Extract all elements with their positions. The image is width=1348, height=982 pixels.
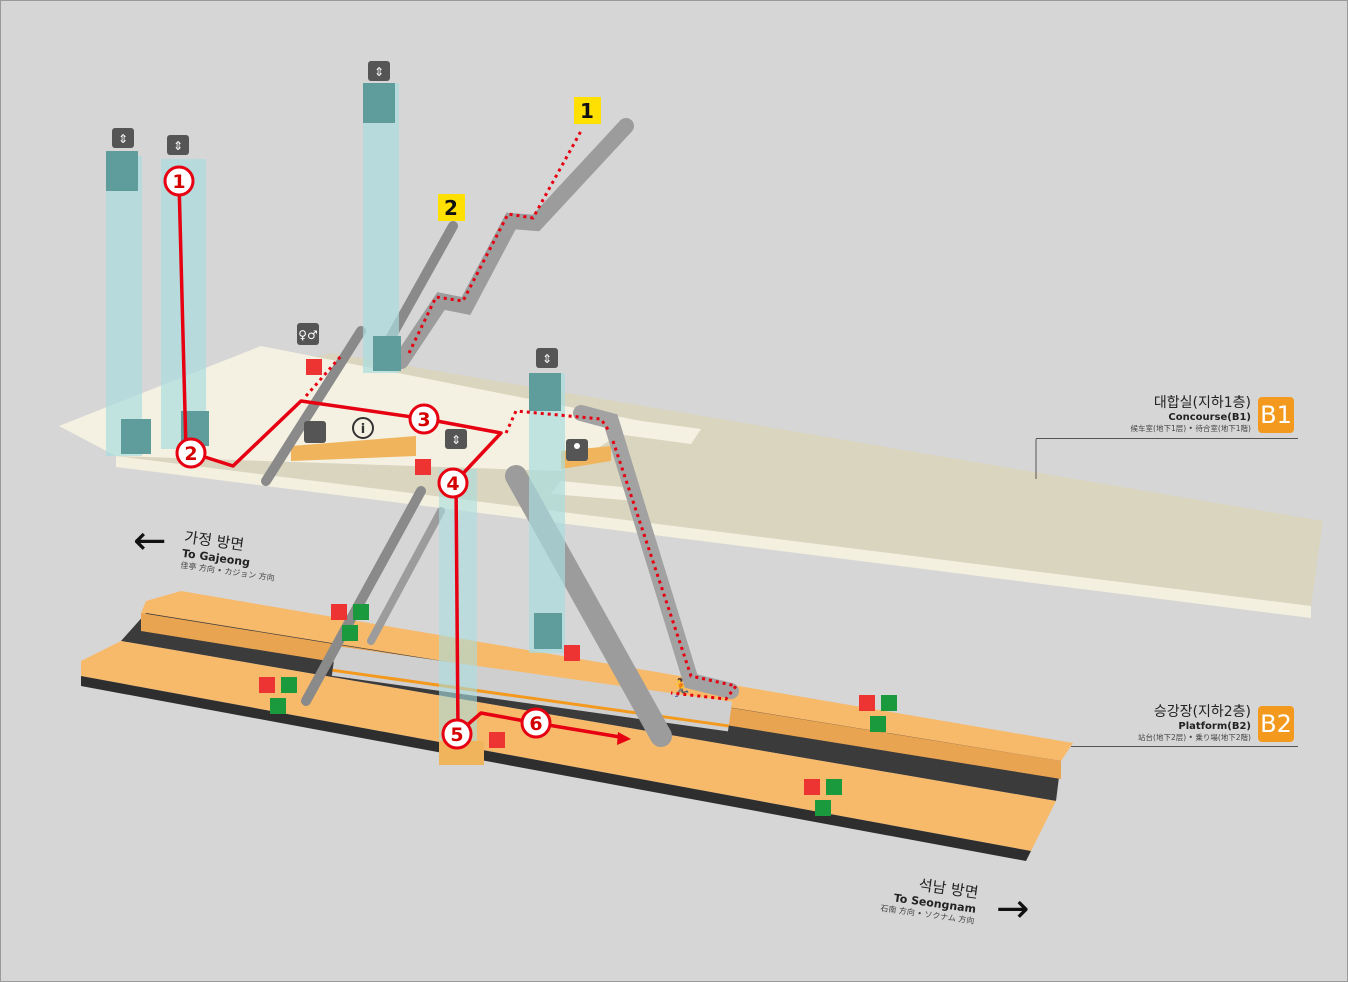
elevator-icon: ⇕ [112,128,134,148]
ticket-machine-icon [304,421,326,443]
stair-platform-left [301,486,426,706]
route [177,130,739,745]
route-line [177,180,627,740]
svg-text:2: 2 [184,443,197,465]
arrow-right-icon: → [996,886,1030,932]
svg-text:4: 4 [446,473,459,495]
first-aid-icon [270,625,886,816]
escalator-exit-1 [393,118,634,369]
elevator-icon: ⇕ [445,429,467,449]
emergency-exit-icon: 🏃 [670,677,692,699]
svg-text:⇕: ⇕ [173,139,183,153]
svg-text:6: 6 [529,713,542,735]
b1-divider [1036,438,1298,439]
level-badge-b2: B2 [1258,706,1294,742]
train [331,646,733,732]
platform-lower-edge [81,676,1031,861]
svg-text:⇕: ⇕ [118,132,128,146]
stair-left [261,326,366,486]
elevator-icon: ⇕ [368,61,390,81]
ticket-gate [291,436,416,461]
route-dotted-left [304,355,343,397]
restroom-icon: ♀♂ [297,323,319,345]
elevator-shaft [363,83,401,373]
elevator-icon: ⇕ [167,135,189,155]
level-badge-b1: B1 [1258,397,1294,433]
arrow-left-icon: ← [133,518,167,564]
b2-divider [1071,746,1298,747]
svg-text:2: 2 [444,196,458,220]
nursing-room-icon [566,439,588,461]
exits: 1 2 [438,97,601,221]
route-step-3: 3 [408,403,440,435]
svg-text:⇕: ⇕ [542,352,552,366]
level-label-b2: 승강장(지하2층) Platform(B2) 站台(地下2层) • 乗り場(地下… [1138,704,1251,742]
svg-text:⇕: ⇕ [451,433,461,447]
elevator-shaft [106,151,151,456]
train-stripe [332,668,729,728]
concourse-floor-right [551,481,641,501]
facility-icons: ⇕ ⇕ ⇕ ⇕ ⇕ ♀♂ i 🏃 [112,61,897,816]
route-step-4: 4 [437,467,469,499]
svg-text:1: 1 [580,99,594,123]
level-label-b1: 대합실(지하1층) Concourse(B1) 候车室(地下1层) • 待合室(… [1130,395,1251,433]
exit-1-badge: 1 [574,97,601,124]
svg-text:♀♂: ♀♂ [298,328,318,342]
emergency-phone-icon [281,604,897,795]
fire-extinguisher-icon [259,359,875,795]
exit-2-badge: 2 [438,194,465,221]
escalator-platform-right [573,405,739,699]
route-step-1: 1 [163,165,195,197]
route-step-6: 6 [520,707,552,739]
stair-platform-left-2 [367,507,445,645]
platform-level [81,591,1073,861]
route-step-2: 2 [175,437,207,469]
information-icon: i [352,417,374,439]
svg-text:3: 3 [417,409,430,431]
svg-text:⇕: ⇕ [374,65,384,79]
route-arrowhead [617,732,631,745]
platform-lower [81,641,1056,851]
route-step-5: 5 [441,718,473,750]
route-steps: 1 2 3 4 5 6 [163,165,552,750]
svg-text:1: 1 [172,171,185,193]
route-dotted-exit-1 [407,130,583,354]
elevator-icon: ⇕ [536,348,558,368]
svg-text:i: i [361,422,365,437]
svg-text:5: 5 [450,724,463,746]
elevator-shaft [529,373,565,653]
svg-text:🏃: 🏃 [670,677,692,699]
